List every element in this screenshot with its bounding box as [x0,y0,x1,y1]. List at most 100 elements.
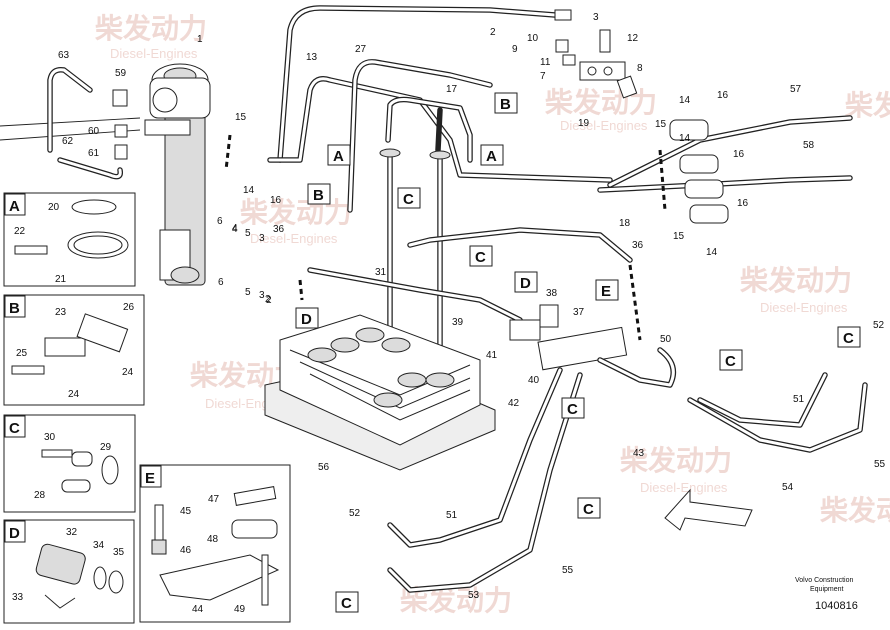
callout: 14 [679,95,691,106]
detail-panel-d: D 32 34 35 33 [3,519,135,624]
clamps-14 [669,119,729,224]
callout: 40 [528,375,540,386]
svg-text:C: C [843,330,854,347]
view-label: A [480,144,504,166]
callout: 14 [679,133,691,144]
watermark-text: 柴发动力 [820,494,890,526]
callout: 44 [192,604,204,615]
detail-panel-e: E 45 47 46 48 44 49 [139,464,291,623]
view-label: C [561,397,585,419]
view-label: C [335,591,359,613]
callout: 7 [540,71,546,82]
svg-text:C: C [403,191,414,208]
view-label: E [595,279,619,301]
callout: 13 [306,52,318,63]
view-label: B [307,183,331,205]
pipe-17 [385,96,473,163]
callout: 33 [12,592,24,603]
callout: 23 [55,307,67,318]
pipe-51 [387,367,563,548]
view-label: A [327,144,351,166]
callout: 3 [259,233,265,244]
nut-60 [114,124,128,138]
pipe-54 [687,372,868,453]
callout: 24 [122,367,134,378]
callout: 57 [790,84,802,95]
callout: 15 [235,112,247,123]
view-labels: A A B B C C C C C C D D E C [295,92,861,613]
detail-panel-b: B 23 26 25 24 24 [3,294,145,406]
callout: 27 [355,44,367,55]
pipe-2 [277,5,558,163]
callout: 15 [673,231,685,242]
footer-company: Volvo Construction [795,577,853,584]
watermark-text: 柴发动力 [620,444,732,476]
callout: 47 [208,494,220,505]
callout: 53 [468,590,480,601]
callout: 16 [733,149,745,160]
watermark-text: 柴发动力 [95,12,207,44]
detail-panel-a: A 20 22 21 [3,192,136,287]
watermark-sub: Diesel-Engines [250,231,338,246]
callout: 20 [48,202,60,213]
callout: 38 [546,288,558,299]
view-label: C [719,349,743,371]
callout: 10 [527,33,539,44]
callout: 18 [619,218,631,229]
watermark-sub: Diesel-Engines [760,300,848,315]
svg-text:D: D [520,275,531,292]
callout: 49 [234,604,246,615]
callout: 16 [270,195,282,206]
pipe-27 [347,59,493,213]
callout: 24 [68,389,80,400]
cooler-56 [264,314,496,471]
callout: 62 [62,136,74,147]
callout: 25 [16,348,28,359]
callout: 31 [375,267,387,278]
svg-text:C: C [475,249,486,266]
fitting-block-7 [554,9,638,99]
callout: 29 [100,442,112,453]
view-label: B [494,92,518,114]
pipe-13 [267,76,613,183]
panel-letter: B [9,300,20,317]
callout: 48 [207,534,219,545]
pipe-57-58 [597,115,853,193]
watermark-text: 柴发动力 [845,89,890,121]
svg-text:D: D [301,311,312,328]
footer-subtitle: Equipment [810,586,844,593]
callout: 36 [273,224,285,235]
callout: 11 [540,57,551,68]
callout: 51 [446,510,458,521]
watermark-text: 柴发动力 [545,86,657,118]
callout: 59 [115,68,127,79]
view-label: C [469,245,493,267]
nut-61 [114,144,128,160]
panel-letter: A [9,198,20,215]
callout: 54 [782,482,794,493]
callout: 16 [717,90,729,101]
pipe-50 [597,347,677,388]
view-label: C [577,497,601,519]
svg-text:C: C [567,401,578,418]
callout: 55 [874,459,886,470]
callout: 45 [180,506,192,517]
valve-block-37 [509,304,628,371]
fitting-59 [112,89,128,107]
callout: 16 [737,198,749,209]
svg-text:C: C [725,353,736,370]
callout-labels: 1 2 3 10 9 11 7 12 8 63 59 60 61 62 13 2… [58,12,886,601]
callout: 22 [14,226,26,237]
callout: 56 [318,462,330,473]
callout: 34 [93,540,105,551]
svg-text:E: E [601,283,611,300]
panel-letter: D [9,525,20,542]
callout: 2 [490,27,496,38]
callout: 28 [34,490,46,501]
dashed-connector [224,134,232,171]
callout: 60 [88,126,100,137]
watermark-sub: Diesel-Engines [640,480,728,495]
watermark-sub: Diesel-Engines [560,118,648,133]
callout: 5 [245,228,251,239]
callout: 17 [446,84,458,95]
